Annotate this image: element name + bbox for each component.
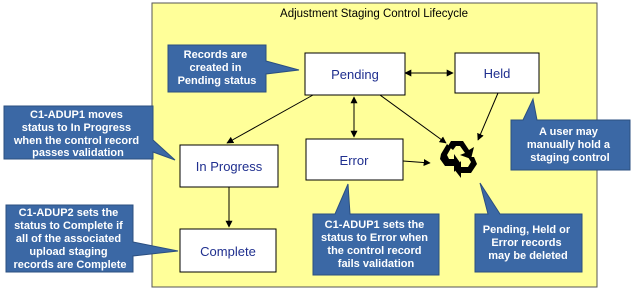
arrow-held-delete xyxy=(477,92,499,141)
callout-adup2-line-1: C1-ADUP2 sets the xyxy=(19,207,119,219)
arrow-error-delete xyxy=(402,159,431,167)
svg-text:C1-ADUP1 sets the status: C1-ADUP1 sets the status to Error when t… xyxy=(321,219,431,270)
svg-text:Records are created in: Records are created in Pending status xyxy=(178,49,257,87)
state-pending: Pending xyxy=(304,52,406,96)
callout-adup1-progress: C1-ADUP1 moves status to In Progress whe… xyxy=(3,105,176,161)
svg-text:C1-ADUP2 sets the status: C1-ADUP2 sets the status to Complete if … xyxy=(13,207,126,271)
callout-adup1-progress-line-2: status to In Progress xyxy=(22,122,131,134)
callout-adup1-error-line-1: C1-ADUP1 sets the xyxy=(325,219,425,231)
callout-manual-hold-line-1: A user may xyxy=(539,126,599,138)
callout-deleted-line-1: Pending, Held or xyxy=(483,224,571,236)
callout-created-line-3: Pending status xyxy=(178,75,257,87)
state-error-label: Error xyxy=(340,153,370,168)
callout-adup1-error-line-3: the control record xyxy=(327,245,421,257)
callout-created-line-1: Records are xyxy=(184,49,248,61)
callout-manual-hold: A user may manually hold a staging contr… xyxy=(510,97,631,171)
callout-adup2-complete: C1-ADUP2 sets the status to Complete if … xyxy=(5,204,179,273)
diagram-title: Adjustment Staging Control Lifecycle xyxy=(280,8,468,20)
recycle-icon xyxy=(440,141,477,178)
state-complete: Complete xyxy=(179,228,277,273)
arrow-pending-in-progress xyxy=(226,94,314,144)
callout-adup2-line-3: all of the associated xyxy=(16,233,121,245)
callout-deleted-line-3: may be deleted xyxy=(488,250,567,262)
callout-adup1-progress-line-4: passes validation xyxy=(32,147,124,159)
callout-deleted: Pending, Held or Error records may be de… xyxy=(474,182,583,273)
callout-adup1-progress-line-1: C1-ADUP1 moves xyxy=(30,109,123,121)
callout-created-line-2: created in xyxy=(189,62,241,74)
svg-text:A user may manually hold: A user may manually hold a staging contr… xyxy=(527,126,613,164)
state-in-progress-label: In Progress xyxy=(196,159,263,174)
callout-deleted-line-2: Error records xyxy=(491,237,561,249)
state-complete-label: Complete xyxy=(200,244,256,259)
callout-adup1-progress-line-3: when the control record xyxy=(13,135,139,147)
callout-adup2-line-2: status to Complete if xyxy=(14,220,123,232)
callout-adup1-error-line-2: status to Error when xyxy=(321,232,428,244)
callout-adup2-line-5: records are Complete xyxy=(13,259,126,271)
callout-created: Records are created in Pending status xyxy=(167,44,300,93)
state-pending-label: Pending xyxy=(331,67,379,82)
state-error: Error xyxy=(305,138,404,181)
callout-adup1-error: C1-ADUP1 sets the status to Error when t… xyxy=(312,183,440,276)
callout-manual-hold-line-3: staging control xyxy=(530,152,609,164)
arrow-pending-delete xyxy=(379,94,447,144)
svg-text:Pending, Held or Error r: Pending, Held or Error records may be de… xyxy=(483,224,573,262)
state-in-progress: In Progress xyxy=(179,144,279,188)
svg-text:C1-ADUP1 moves status to: C1-ADUP1 moves status to In Progress whe… xyxy=(13,109,142,159)
state-held: Held xyxy=(454,52,540,94)
connectors xyxy=(225,69,499,228)
callout-adup1-error-line-4: fails validation xyxy=(338,258,415,270)
state-held-label: Held xyxy=(484,66,511,81)
callout-adup2-line-4: upload staging xyxy=(29,246,107,258)
callout-manual-hold-line-2: manually hold a xyxy=(527,139,611,151)
